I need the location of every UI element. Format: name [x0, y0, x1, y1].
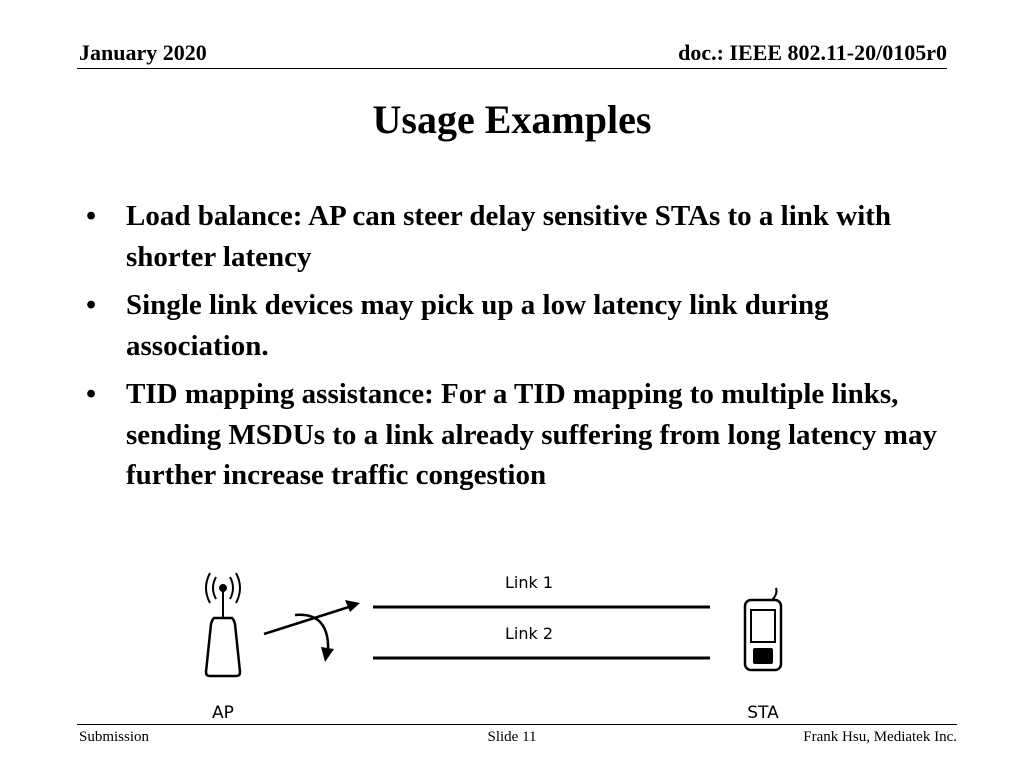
- footer-author: Frank Hsu, Mediatek Inc.: [803, 729, 957, 745]
- sta-label: STA: [747, 703, 779, 723]
- link-1-label: Link 1: [505, 573, 553, 592]
- link-2-label: Link 2: [505, 624, 553, 643]
- mobile-phone-icon: [743, 587, 783, 672]
- footer-slide-number: Slide 11: [487, 729, 537, 745]
- footer-submission: Submission: [79, 729, 150, 745]
- bullet-text: Load balance: AP can steer delay sensiti…: [126, 200, 892, 273]
- bullet-item: • Single link devices may pick up a low …: [86, 285, 966, 366]
- bullet-item: • TID mapping assistance: For a TID mapp…: [86, 374, 966, 496]
- link-diagram: Link 1 Link 2 AP STA: [204, 572, 783, 723]
- steer-arrow-icon: [263, 600, 360, 662]
- bullet-item: • Load balance: AP can steer delay sensi…: [86, 196, 966, 277]
- slide-title: Usage Examples: [372, 97, 652, 142]
- header-date: January 2020: [79, 40, 207, 65]
- bullet-text: TID mapping assistance: For a TID mappin…: [126, 378, 937, 491]
- ap-label: AP: [212, 703, 234, 723]
- access-point-icon: [204, 572, 242, 678]
- bullet-list: • Load balance: AP can steer delay sensi…: [86, 196, 966, 504]
- bullet-text: Single link devices may pick up a low la…: [126, 289, 829, 362]
- header-rule: [77, 68, 947, 69]
- bullet-glyph: •: [86, 289, 97, 321]
- bullet-glyph: •: [86, 378, 97, 410]
- header-doc-id: doc.: IEEE 802.11-20/0105r0: [678, 40, 947, 65]
- footer-rule: [77, 724, 957, 725]
- bullet-glyph: •: [86, 200, 97, 232]
